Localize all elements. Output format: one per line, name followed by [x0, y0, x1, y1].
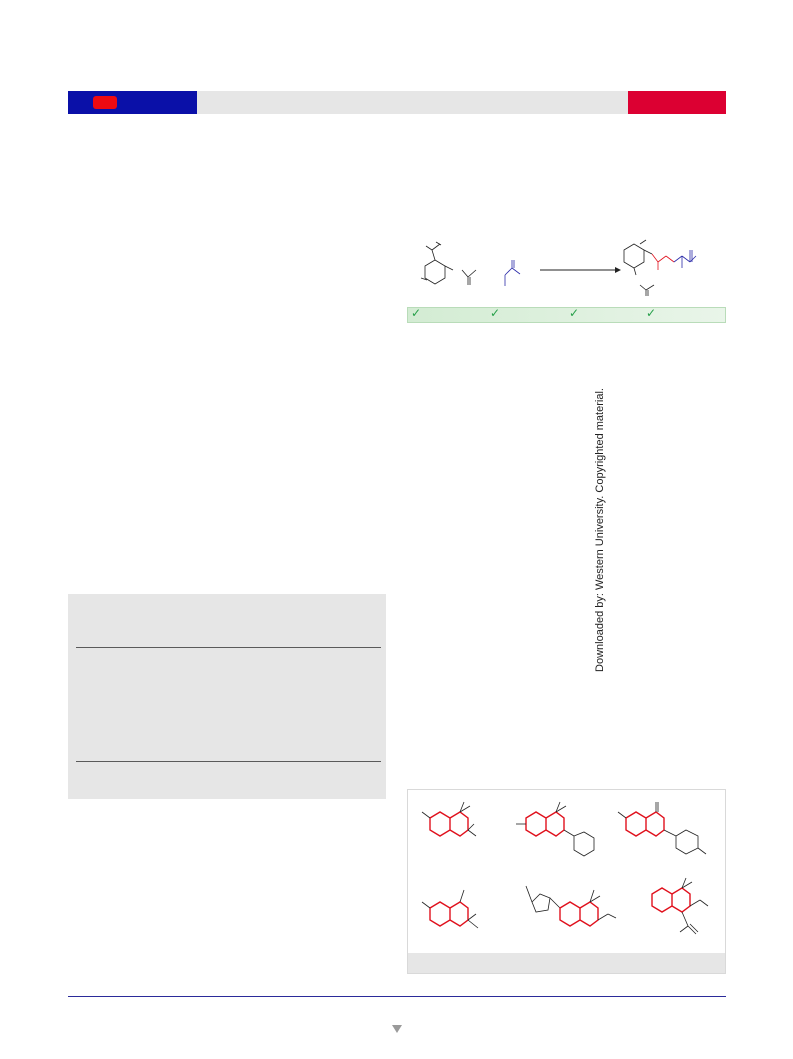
figure-panel: [407, 789, 726, 974]
header-title-band: [197, 91, 628, 114]
table-bottom-rule: [76, 761, 381, 762]
product-structures-graphic: [421, 801, 709, 935]
watermark-text: Downloaded by: Western University. Copyr…: [594, 388, 606, 672]
table-panel: [68, 594, 386, 799]
check-icon: ✓: [411, 306, 422, 320]
check-icon: ✓: [569, 306, 580, 320]
table-top-rule: [76, 647, 381, 648]
header-badge: [93, 96, 117, 109]
check-icon: ✓: [490, 306, 501, 320]
reaction-scheme-graphic: [420, 239, 697, 296]
header-section-band: [628, 91, 726, 114]
header-journal-band: [68, 91, 197, 114]
check-icon: ✓: [646, 306, 657, 320]
scope-check-bar: ✓ ✓ ✓ ✓: [407, 306, 726, 323]
figure-caption-band: [408, 953, 725, 973]
footer-rule: [68, 996, 726, 997]
next-page-triangle-icon[interactable]: [392, 1025, 402, 1033]
